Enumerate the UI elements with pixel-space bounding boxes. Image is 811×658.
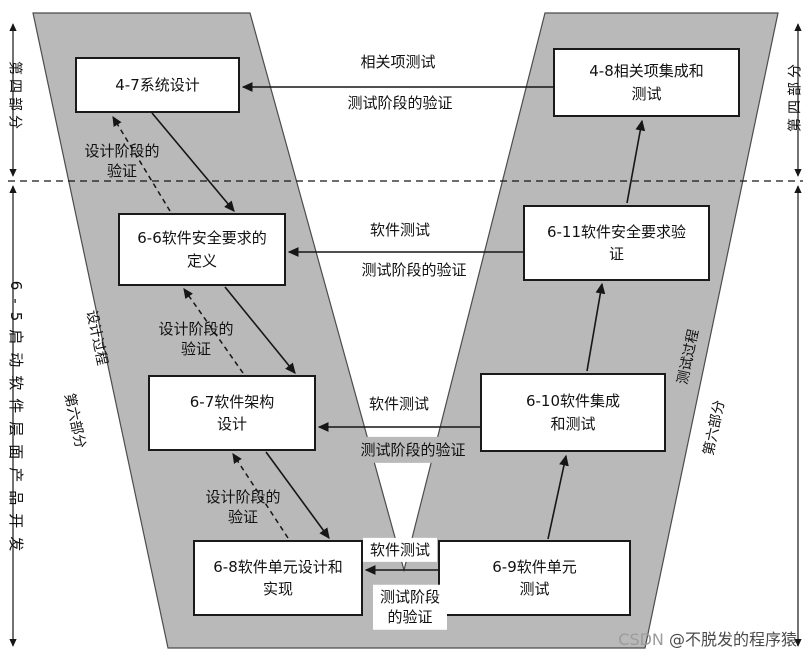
watermark: CSDN @不脱发的程序猿 [618,626,797,650]
label-item-test: 相关项测试 [360,52,436,71]
label-test-phase-verification-2: 测试阶段的验证 [361,260,467,279]
box-sw-integration-test: 6-10软件集成 和测试 [480,373,666,452]
label-sw-test-2: 软件测试 [369,220,431,239]
label-test-phase-verification-1: 测试阶段的验证 [347,93,453,112]
arrow-test-up-1 [547,454,569,540]
label-sw-test-3: 软件测试 [368,394,430,413]
label-design-phase-verification-3: 设计阶段的 验证 [205,487,281,526]
box-system-design: 4-7系统设计 [75,57,240,113]
watermark-username: @不脱发的程序猿 [668,630,797,649]
box-sw-safety-requirements-definition: 6-6软件安全要求的 定义 [118,213,286,286]
label-part4-left: 第四部分 [6,61,23,133]
label-design-phase-verification-1: 设计阶段的 验证 [84,141,160,180]
label-design-phase-verification-2: 设计阶段的 验证 [158,319,234,358]
arrow-design-down-1 [151,112,235,212]
arrow-design-down-3 [265,451,330,539]
box-sw-architecture-design: 6-7软件架构 设计 [148,375,316,451]
label-sw-test-4: 软件测试 [362,537,438,563]
box-sw-unit-design-implementation: 6-8软件单元设计和 实现 [193,540,363,616]
box-sw-unit-test: 6-9软件单元 测试 [438,540,631,616]
arrow-test-up-3 [626,119,646,204]
arrow-design-verif-up-2 [183,288,244,374]
arrow-design-down-2 [224,286,296,374]
arrow-design-verif-up-3 [232,453,289,539]
label-sw-level-product-development: 6-5启动软件层面产品开发 [7,280,26,560]
v-shape-band [32,12,779,649]
box-sw-safety-requirements-verification: 6-11软件安全要求验 证 [523,205,710,281]
box-item-integration-test: 4-8相关项集成和 测试 [553,48,740,117]
arrow-test-up-2 [586,282,606,372]
label-part4-right: 第四部分 [787,60,804,132]
watermark-csdn-text: CSDN [618,630,669,649]
label-test-phase-verification-4: 测试阶段 的验证 [372,584,448,630]
arrow-design-verif-up-1 [112,116,171,212]
label-test-phase-verification-3: 测试阶段的验证 [346,436,480,464]
